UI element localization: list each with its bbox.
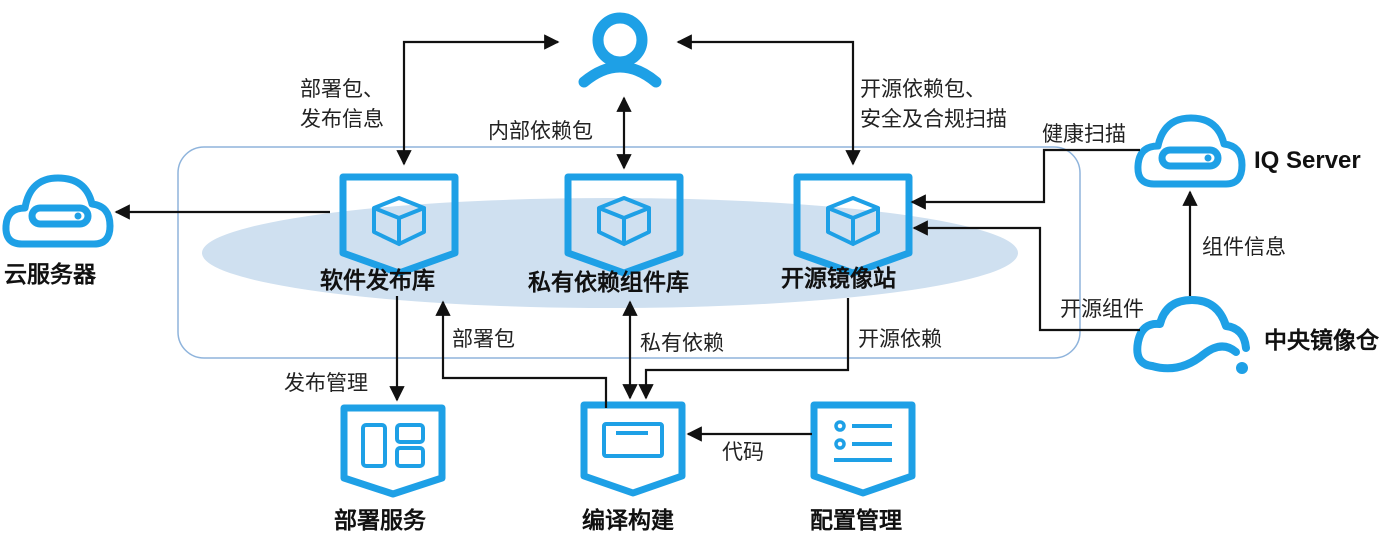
edge-deploy-pkg: [435, 300, 608, 408]
deploy-service-label: 部署服务: [334, 508, 426, 534]
private-repo-label: 私有依赖组件库: [528, 270, 689, 296]
central-repo-dot: [1236, 362, 1248, 374]
edge-label-deploy-pkg: 部署包: [452, 327, 515, 351]
edge-label-open-component: 开源组件: [1060, 297, 1144, 321]
edge-label-release-mgmt: 发布管理: [284, 371, 368, 395]
mirror-site-label: 开源镜像站: [781, 266, 896, 292]
edge-health-scan: [910, 148, 1140, 210]
edge-label-private-dep: 私有依赖: [640, 331, 724, 355]
edge-label-internal-dep: 内部依赖包: [488, 119, 593, 143]
config-mgmt-label: 配置管理: [810, 508, 902, 534]
mirror-site-shield-icon: [793, 173, 913, 277]
edge-label-open-dep-scan: 开源依赖包、 安全及合规扫描: [860, 77, 1007, 131]
edge-label-code: 代码: [722, 440, 764, 464]
iq-server-dot: [1204, 154, 1212, 162]
edge-label-open-dep: 开源依赖: [858, 327, 942, 351]
edge-label-deploy-release: 部署包、 发布信息: [300, 77, 384, 131]
edge-mirror-user: [676, 34, 861, 166]
central-repo-icon: [1133, 296, 1250, 373]
edge-label-health-scan: 健康扫描: [1042, 122, 1126, 146]
private-repo-shield-icon: [564, 173, 684, 277]
iq-server-label: IQ Server: [1254, 147, 1361, 174]
software-repo-label: 软件发布库: [320, 268, 435, 294]
central-repo-label: 中央镜像仓: [1264, 328, 1379, 354]
edge-label-component-info: 组件信息: [1202, 235, 1286, 259]
build-icon: [580, 401, 686, 497]
edge-open-dep: [638, 298, 850, 400]
deploy-service-icon: [340, 404, 446, 498]
config-mgmt-icon: [810, 401, 916, 497]
cloud-server-dot: [74, 212, 82, 220]
edge-repo-user: [396, 34, 560, 166]
repository-ellipse: [202, 198, 1018, 308]
cloud-server-label: 云服务器: [4, 262, 96, 288]
software-repo-shield-icon: [339, 173, 459, 277]
build-label: 编译构建: [582, 508, 674, 534]
edge-open-component: [912, 220, 1140, 332]
user-icon: [578, 12, 662, 88]
cloud-server-icon: [2, 174, 114, 248]
iq-server-icon: [1134, 114, 1246, 188]
